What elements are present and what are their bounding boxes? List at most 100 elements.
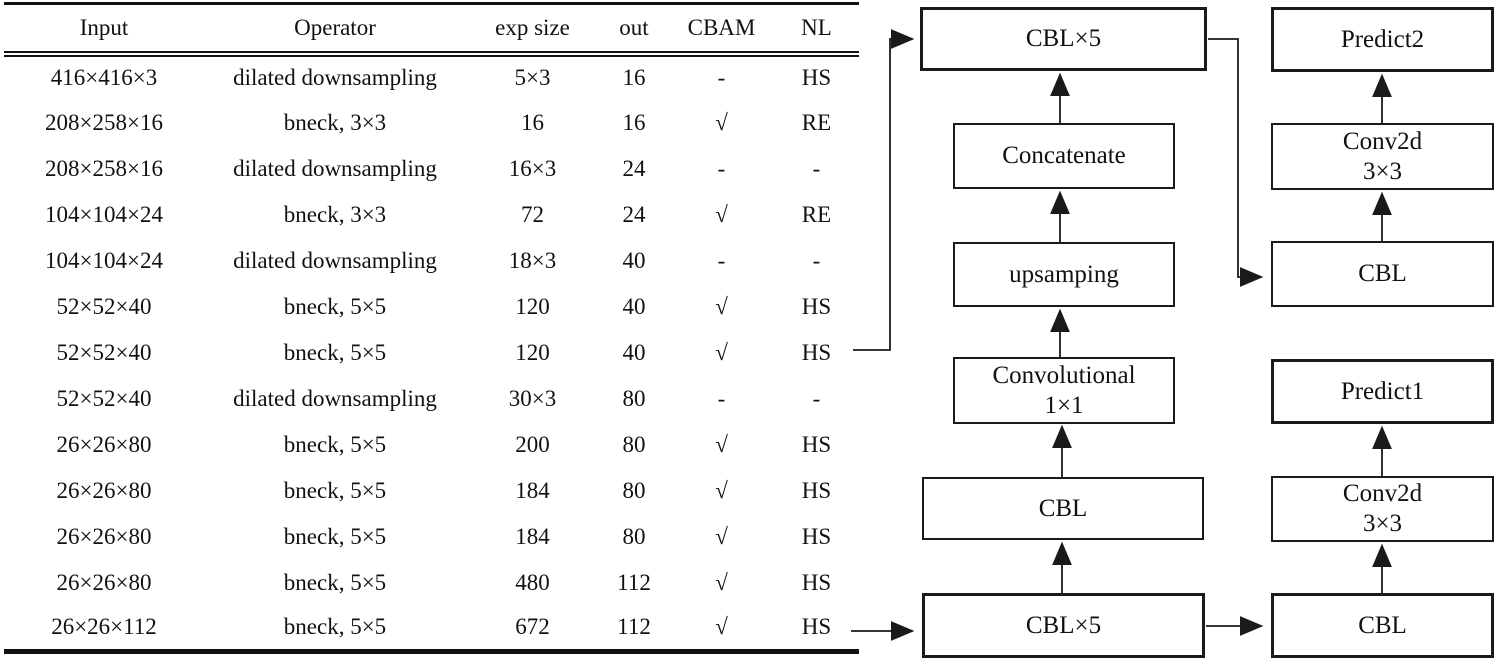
table-cell: √ [715, 523, 728, 549]
table-cell: dilated downsampling [233, 155, 437, 181]
table-cell: 26×26×80 [56, 523, 152, 549]
diagram-node-predict1: Predict1 [1271, 359, 1494, 424]
table-cell: - [812, 385, 821, 411]
node-label: Convolutional [992, 361, 1136, 389]
diagram-node-conv2d-3x3-upper: Conv2d 3×3 [1271, 123, 1494, 190]
table-cell: 40 [622, 339, 646, 365]
table-cell: HS [774, 605, 859, 654]
table-cell: 208×258×16 [45, 155, 163, 181]
table-cell: 52×52×40 [56, 385, 152, 411]
node-label: upsamping [1009, 260, 1119, 288]
table-cell: 24 [622, 155, 646, 181]
table-cell: bneck, 5×5 [283, 477, 387, 503]
table-cell: √ [715, 431, 728, 457]
table-cell: 16 [622, 65, 646, 90]
table-cell: - [717, 65, 726, 90]
table-cell: √ [715, 109, 728, 135]
table-cell: √ [715, 339, 728, 365]
table-cell: 208×258×16 [45, 109, 163, 135]
diagram-node-upsamping: upsamping [953, 242, 1175, 307]
table-cell: - [812, 155, 821, 181]
table-cell: HS [801, 569, 832, 595]
node-label: Conv2d [1342, 480, 1423, 507]
table-cell: HS [801, 293, 832, 319]
table-cell: RE [801, 201, 832, 227]
table-cell: HS [801, 523, 832, 549]
node-label: CBL×5 [1025, 611, 1102, 639]
table-cell: 104×104×24 [45, 247, 163, 273]
table-cell: 120 [515, 339, 550, 365]
table-cell: 112 [599, 605, 669, 654]
table-cell: 184 [515, 523, 550, 549]
table-cell: bneck, 5×5 [283, 339, 387, 365]
diagram-node-predict2: Predict2 [1271, 7, 1494, 72]
diagram-node-cbl-left: CBL [922, 477, 1204, 540]
node-label: Predict2 [1340, 25, 1425, 53]
table-cell: 80 [622, 523, 646, 549]
table-cell: HS [801, 65, 832, 90]
node-sublabel: 1×1 [1044, 391, 1084, 419]
node-label: Conv2d [1342, 127, 1423, 155]
diagram-node-cbl5-top: CBL×5 [920, 7, 1207, 71]
table-cell: dilated downsampling [233, 65, 437, 90]
table-cell: 26×26×112 [4, 605, 204, 654]
node-label: CBL [1358, 260, 1407, 287]
table-cell: HS [801, 431, 832, 457]
table-cell: 24 [622, 201, 646, 227]
table-cell: - [717, 385, 726, 411]
table-cell: HS [801, 339, 832, 365]
column-header: Operator [204, 2, 466, 57]
table-cell: bneck, 5×5 [283, 523, 387, 549]
table-cell: 30×3 [508, 385, 557, 411]
node-label: CBL [1038, 494, 1088, 522]
table-cell: - [812, 247, 821, 273]
table-cell: 672 [466, 605, 599, 654]
table-cell: bneck, 5×5 [283, 293, 387, 319]
table-cell: 26×26×80 [56, 569, 152, 595]
diagram-node-cbl-lower-right: CBL [1271, 593, 1494, 658]
table-cell: 40 [622, 293, 646, 319]
diagram-node-conv2d-3x3-lower: Conv2d 3×3 [1271, 476, 1494, 542]
table-cell: √ [715, 569, 728, 595]
table-cell: 16 [521, 109, 544, 135]
node-sublabel: 3×3 [1362, 510, 1403, 537]
table-cell: bneck, 5×5 [204, 605, 466, 654]
diagram-node-concatenate: Concatenate [953, 123, 1175, 189]
table-cell: dilated downsampling [233, 385, 437, 411]
table-cell: 120 [515, 293, 550, 319]
table-cell: 184 [515, 477, 550, 503]
table-cell: bneck, 5×5 [283, 569, 387, 595]
table-cell: 26×26×80 [56, 477, 152, 503]
table-cell: √ [715, 477, 728, 503]
column-header: exp size [466, 2, 599, 57]
node-sublabel: 3×3 [1362, 157, 1403, 185]
node-label: Predict1 [1340, 377, 1425, 405]
table-cell: bneck, 3×3 [283, 109, 387, 135]
table-cell: bneck, 3×3 [283, 201, 387, 227]
table-cell: HS [801, 477, 832, 503]
table-cell: 112 [617, 569, 651, 595]
column-header: out [599, 2, 669, 57]
table-cell: √ [715, 293, 728, 319]
table-cell: - [717, 155, 726, 181]
column-header: NL [774, 2, 859, 57]
table-cell: √ [715, 201, 728, 227]
table-cell: 200 [515, 431, 550, 457]
table-cell: 104×104×24 [45, 201, 163, 227]
diagram-node-convolutional-1x1: Convolutional 1×1 [953, 357, 1175, 424]
diagram-node-cbl5-bottom: CBL×5 [922, 593, 1205, 658]
node-label: CBL×5 [1025, 25, 1102, 52]
table-cell: 416×416×3 [50, 65, 158, 90]
table-cell: bneck, 5×5 [283, 431, 387, 457]
